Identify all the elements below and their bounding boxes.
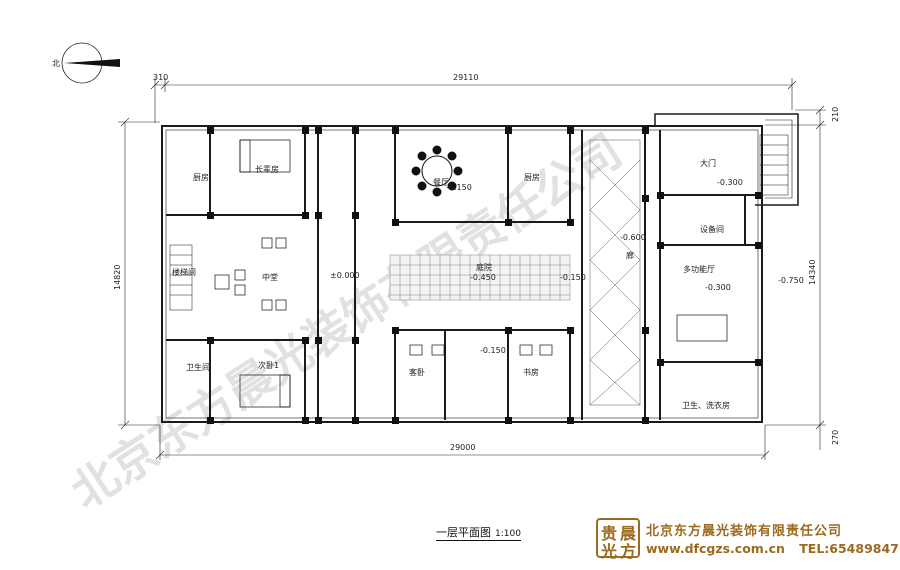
elev-outside: -0.750 [778, 276, 804, 285]
left-dimension [118, 117, 160, 430]
building-outline [161, 113, 799, 423]
beds [239, 139, 728, 408]
elev-corridor: -0.600 [620, 233, 646, 242]
dim-left-offset: 310 [153, 73, 168, 82]
elev-guest: -0.150 [480, 346, 506, 355]
room-kitchen-right: 厨房 [524, 172, 540, 182]
company-website: www.dfcgzs.com.cn [646, 541, 785, 556]
dim-right-top: 210 [831, 107, 840, 122]
interior-walls [166, 130, 758, 420]
company-seal: 贵 晨 光 方 [596, 518, 640, 561]
north-label: 北 [52, 59, 60, 68]
elev-gate: -0.300 [717, 178, 743, 187]
elev-hall: ±0.000 [330, 271, 360, 280]
seal-char-1: 贵 [601, 524, 618, 543]
seal-char-2: 晨 [620, 524, 637, 543]
room-courtyard: 庭院 [476, 262, 492, 272]
room-stair: 楼梯间 [172, 267, 196, 277]
bottom-dimension [155, 425, 770, 460]
room-laundry: 卫生、洗衣房 [682, 400, 730, 410]
dim-top-total: 29110 [453, 73, 478, 82]
hall-furniture [214, 237, 553, 356]
elev-dining: -0.150 [446, 183, 472, 192]
room-multi-hall: 多功能厅 [683, 264, 715, 274]
elev-courtyard-e: -0.150 [560, 273, 586, 282]
stairs [169, 134, 789, 311]
elevation-labels: ±0.000 -0.150 -0.450 -0.150 -0.150 -0.60… [330, 178, 804, 355]
room-dining: 餐厅 [433, 178, 449, 187]
dining-table [411, 145, 463, 197]
dim-right-height: 14340 [808, 260, 817, 285]
seal-char-4: 方 [620, 542, 637, 561]
courtyard-paving [389, 254, 571, 301]
dim-right-bottom: 270 [831, 430, 840, 445]
svg-text:北京东方晨光装饰有限责任公司: 北京东方晨光装饰有限责任公司 [62, 123, 632, 519]
room-guest-bedroom: 客卧 [409, 367, 425, 377]
right-dimension [765, 105, 826, 450]
north-arrow: 北 [52, 42, 120, 84]
room-main-hall: 中堂 [262, 272, 278, 282]
company-contact: www.dfcgzs.com.cn TEL:65489847 [646, 541, 899, 556]
seal-char-3: 光 [601, 542, 618, 561]
plan-title: 一层平面图 1:100 [436, 524, 521, 541]
room-bathroom: 卫生间 [186, 362, 210, 372]
watermark: 北京东方晨光装饰有限责任公司 [62, 123, 632, 519]
columns [207, 127, 762, 424]
room-second-bedroom: 次卧1 [258, 360, 279, 370]
plan-scale: 1:100 [495, 529, 521, 539]
top-dimension [150, 78, 797, 123]
company-name: 北京东方晨光装饰有限责任公司 [646, 524, 843, 539]
company-tel: TEL:65489847 [799, 541, 899, 556]
room-elder-bedroom: 长辈房 [255, 164, 279, 174]
dim-bottom-total: 29000 [450, 443, 475, 452]
elev-multi: -0.300 [705, 283, 731, 292]
plan-title-text: 一层平面图 [436, 526, 491, 539]
corridor-pattern [589, 139, 641, 406]
room-study: 书房 [523, 367, 539, 377]
elev-courtyard: -0.450 [470, 273, 496, 282]
room-gate: 大门 [700, 158, 716, 168]
dim-left-height: 14820 [113, 265, 122, 290]
room-corridor: 廊 [626, 250, 634, 260]
room-kitchen-left: 厨房 [193, 172, 209, 182]
room-equipment: 设备间 [700, 224, 724, 234]
room-labels: 厨房 长辈房 楼梯间 中堂 卫生间 次卧1 餐厅 厨房 庭院 客卧 书房 大门 … [172, 158, 730, 410]
